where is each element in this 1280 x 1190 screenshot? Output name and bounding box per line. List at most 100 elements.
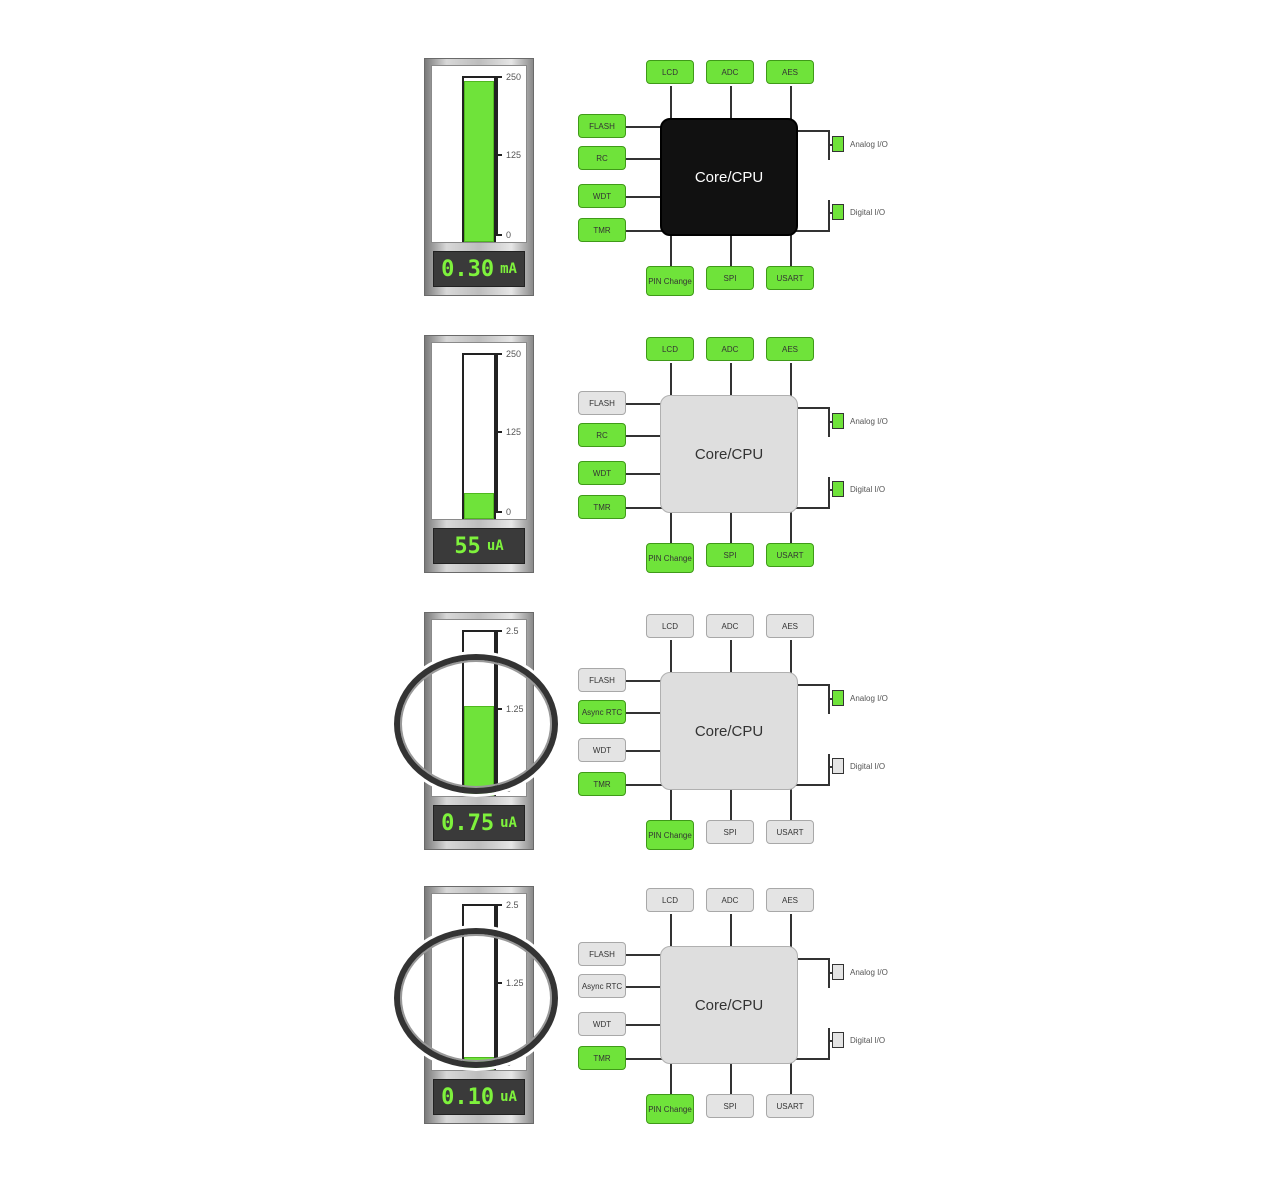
bus-wire [626,750,662,752]
peripheral-bottom-block: USART [766,543,814,567]
bus-wire [730,234,732,268]
io-pin-icon [832,964,844,980]
bus-wire [730,511,732,545]
io-pin-label: Digital I/O [850,762,886,771]
peripheral-left-block: WDT [578,1012,626,1036]
peripheral-left-block: Async RTC [578,974,626,998]
bus-wire [670,1062,672,1096]
meter-tick-label: 0 [506,784,512,794]
peripheral-bottom-block: SPI [706,266,754,290]
peripheral-left-block: FLASH [578,942,626,966]
bus-wire [730,363,732,397]
peripheral-left-block: TMR [578,772,626,796]
meter-tick-label: 250 [506,349,522,359]
peripheral-left-block: RC [578,423,626,447]
bus-wire [670,640,672,674]
bus-wire [796,958,830,960]
bus-wire [796,130,830,132]
bus-wire [796,1058,830,1060]
meter-tick [496,353,502,355]
meter-tube [462,353,496,519]
meter-fill [464,493,494,519]
peripheral-top-block: ADC [706,337,754,361]
meter-scale [496,76,498,236]
cpu-core: Core/CPU [660,118,798,236]
bus-wire [626,126,662,128]
bus-wire [828,1028,830,1060]
meter-tick-label: 2.5 [506,626,519,636]
magnifier-ring [394,928,558,1068]
io-pin-label: Analog I/O [850,417,888,426]
bus-wire [730,640,732,674]
current-unit: mA [500,261,517,277]
bus-wire [626,784,662,786]
bus-wire [670,788,672,822]
peripheral-top-block: AES [766,888,814,912]
io-pin-label: Digital I/O [850,485,886,494]
bus-wire [670,511,672,545]
meter-fill [464,81,494,242]
io-pin-icon [832,690,844,706]
peripheral-bottom-block: USART [766,1094,814,1118]
bus-wire [626,158,662,160]
bus-wire [626,986,662,988]
meter-scale [496,353,498,513]
peripheral-top-block: AES [766,614,814,638]
bus-wire [790,914,792,948]
meter-tick-label: 125 [506,150,522,160]
io-pin-icon [832,413,844,429]
bus-wire [626,507,662,509]
bus-wire [730,86,732,120]
meter-tick [496,76,502,78]
io-pin-icon [832,136,844,152]
peripheral-top-block: LCD [646,888,694,912]
bus-wire [790,640,792,674]
bus-wire [828,200,830,232]
peripheral-bottom-block: SPI [706,1094,754,1118]
peripheral-left-block: FLASH [578,668,626,692]
peripheral-left-block: TMR [578,495,626,519]
meter-tube [462,76,496,242]
peripheral-top-block: AES [766,337,814,361]
peripheral-bottom-block: PIN Change [646,543,694,573]
peripheral-top-block: ADC [706,614,754,638]
bus-wire [626,230,662,232]
meter-tick-label: 0 [506,507,512,517]
bus-wire [626,435,662,437]
cpu-core: Core/CPU [660,946,798,1064]
peripheral-bottom-block: SPI [706,543,754,567]
io-pin-label: Analog I/O [850,140,888,149]
current-value: 0.10 [441,1084,495,1110]
peripheral-top-block: ADC [706,60,754,84]
peripheral-bottom-block: PIN Change [646,1094,694,1124]
bus-wire [790,86,792,120]
io-pin-label: Analog I/O [850,968,888,977]
meter-tick-label: 125 [506,427,522,437]
current-unit: uA [500,815,517,831]
current-value: 0.75 [441,810,495,836]
bus-wire [796,407,830,409]
io-pin-label: Digital I/O [850,208,886,217]
meter-tick [496,431,502,433]
bus-wire [626,954,662,956]
current-readout: 0.75 uA [433,805,525,841]
cpu-core: Core/CPU [660,672,798,790]
peripheral-left-block: FLASH [578,114,626,138]
current-value: 55 [454,533,481,559]
peripheral-left-block: WDT [578,738,626,762]
bus-wire [626,473,662,475]
meter-tick-label: 0 [506,230,512,240]
bus-wire [796,507,830,509]
bus-wire [790,363,792,397]
peripheral-left-block: WDT [578,461,626,485]
